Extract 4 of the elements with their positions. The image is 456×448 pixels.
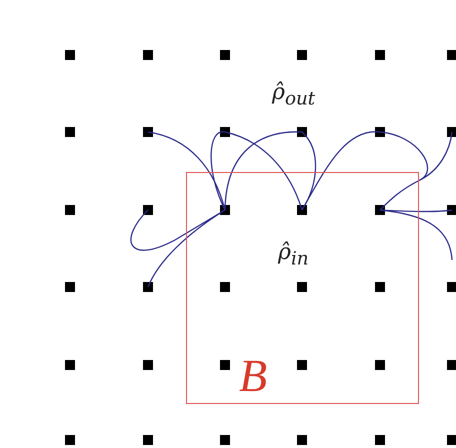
state-label: ρ̂$_{out}$	[272, 80, 316, 110]
region-box	[186, 172, 419, 404]
state-label: ρ̂$_{in}$	[278, 240, 309, 270]
region-label: B	[239, 353, 268, 399]
